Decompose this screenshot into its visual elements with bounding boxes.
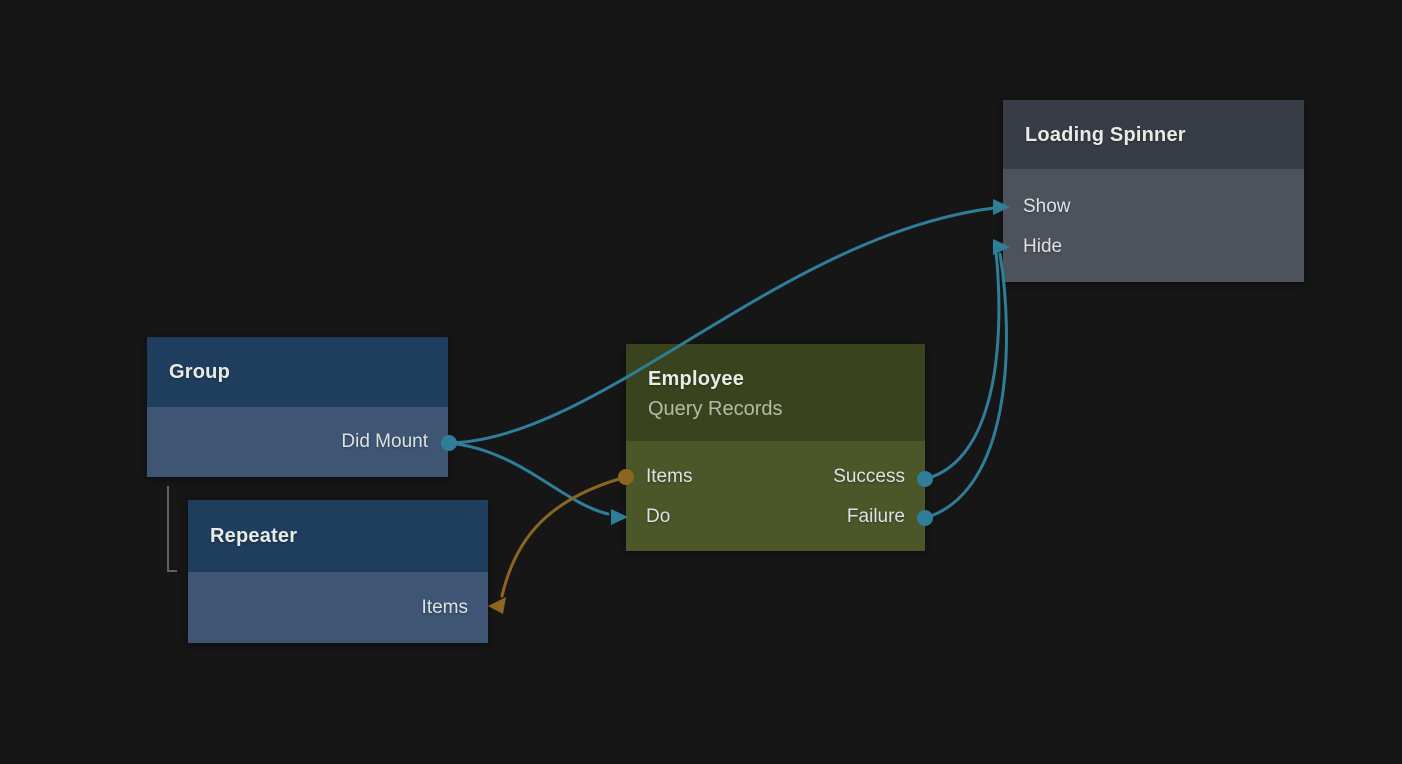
node-loading-spinner[interactable]: Loading Spinner Show Hide — [1003, 100, 1304, 282]
port-row-items-success: Items Success — [626, 457, 925, 497]
port-spinner-show-label: Show — [1023, 196, 1071, 217]
arrowhead-repeater-items — [488, 597, 506, 614]
port-employee-failure-label[interactable]: Failure — [846, 506, 905, 527]
node-spinner-header[interactable]: Loading Spinner — [1003, 100, 1304, 169]
port-group-did-mount-label: Did Mount — [341, 431, 428, 452]
hierarchy-elbow-group-repeater — [167, 486, 177, 572]
node-repeater-body: Items — [188, 572, 488, 643]
node-employee-header[interactable]: Employee Query Records — [626, 344, 925, 441]
port-employee-success-label[interactable]: Success — [833, 466, 905, 487]
edge-failure-hide[interactable] — [923, 252, 1008, 520]
node-group-title: Group — [169, 361, 230, 383]
node-employee-subtitle: Query Records — [648, 397, 783, 420]
port-spinner-show[interactable]: Show — [1003, 187, 1304, 227]
port-repeater-items[interactable]: Items — [188, 588, 488, 628]
port-spinner-hide-label: Hide — [1023, 236, 1063, 257]
port-employee-do-label[interactable]: Do — [646, 506, 671, 527]
node-employee-query-records[interactable]: Employee Query Records Items Success Do … — [626, 344, 925, 551]
node-spinner-title: Loading Spinner — [1025, 123, 1186, 146]
port-spinner-hide[interactable]: Hide — [1003, 227, 1304, 267]
node-employee-body: Items Success Do Failure — [626, 441, 925, 551]
node-employee-title: Employee — [648, 367, 745, 390]
port-group-did-mount[interactable]: Did Mount — [147, 422, 448, 462]
node-repeater[interactable]: Repeater Items — [188, 500, 488, 643]
node-group[interactable]: Group Did Mount — [147, 337, 448, 477]
edge-items-items[interactable] — [500, 475, 628, 598]
port-employee-items-label[interactable]: Items — [646, 466, 693, 487]
node-repeater-title: Repeater — [210, 525, 298, 547]
node-spinner-body: Show Hide — [1003, 169, 1304, 282]
port-row-do-failure: Do Failure — [626, 497, 925, 537]
port-repeater-items-label: Items — [421, 596, 468, 618]
edge-success-hide[interactable] — [923, 250, 1001, 481]
node-group-body: Did Mount — [147, 407, 448, 477]
node-group-header[interactable]: Group — [147, 337, 448, 407]
node-repeater-header[interactable]: Repeater — [188, 500, 488, 572]
